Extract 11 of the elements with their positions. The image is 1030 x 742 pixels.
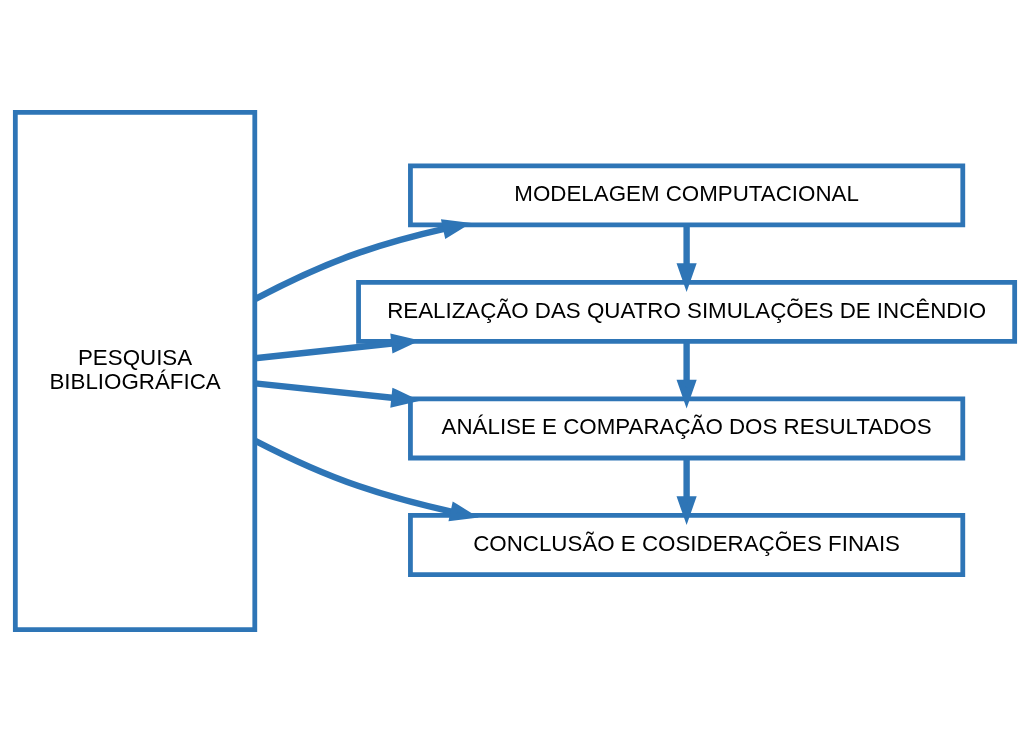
node-box: PESQUISA BIBLIOGRÁFICA — [12, 110, 258, 632]
arrow — [253, 437, 479, 522]
arrow — [676, 225, 697, 292]
node-box: MODELAGEM COMPUTACIONAL — [408, 163, 966, 228]
node-box: CONCLUSÃO E COSIDERAÇÕES FINAIS — [408, 513, 966, 577]
node-box: ANÁLISE E COMPARAÇÃO DOS RESULTADOS — [408, 396, 966, 461]
arrow — [676, 458, 697, 526]
arrow — [254, 380, 420, 408]
arrow — [253, 219, 472, 302]
arrow — [676, 341, 697, 409]
node-box: REALIZAÇÃO DAS QUATRO SIMULAÇÕES DE INCÊNDIO — [356, 280, 1018, 344]
